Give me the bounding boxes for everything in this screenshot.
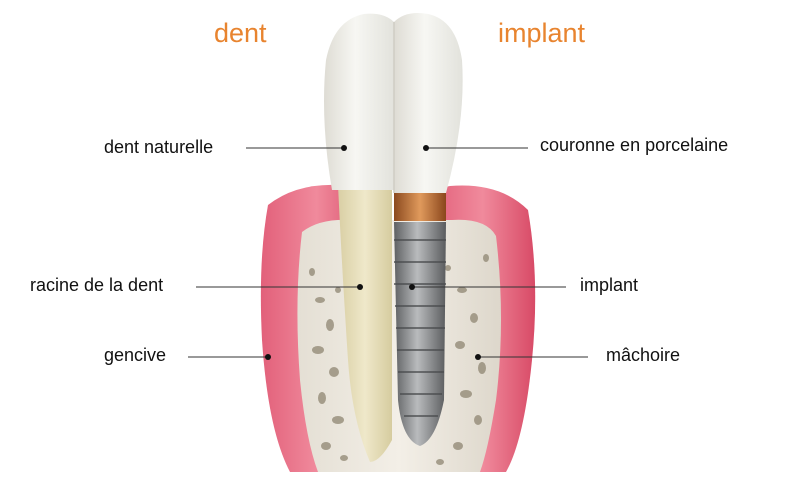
label-tooth-root: racine de la dent (30, 275, 164, 295)
label-gum: gencive (104, 345, 167, 365)
implant-screw (394, 222, 446, 446)
leader-dots (265, 145, 481, 360)
bone-texture (309, 254, 489, 465)
label-implant: implant (580, 275, 639, 295)
header-dent: dent (214, 18, 267, 48)
tooth-root (338, 185, 392, 462)
porcelain-crown (394, 13, 463, 193)
header-implant: implant (498, 18, 586, 48)
leader-lines (188, 147, 588, 358)
label-jaw: mâchoire (606, 345, 681, 365)
label-porcelain-crown: couronne en porcelaine (540, 135, 729, 155)
abutment (394, 193, 446, 221)
natural-crown (324, 13, 394, 190)
implant-threads (394, 239, 446, 417)
label-natural-tooth: dent naturelle (104, 137, 214, 157)
